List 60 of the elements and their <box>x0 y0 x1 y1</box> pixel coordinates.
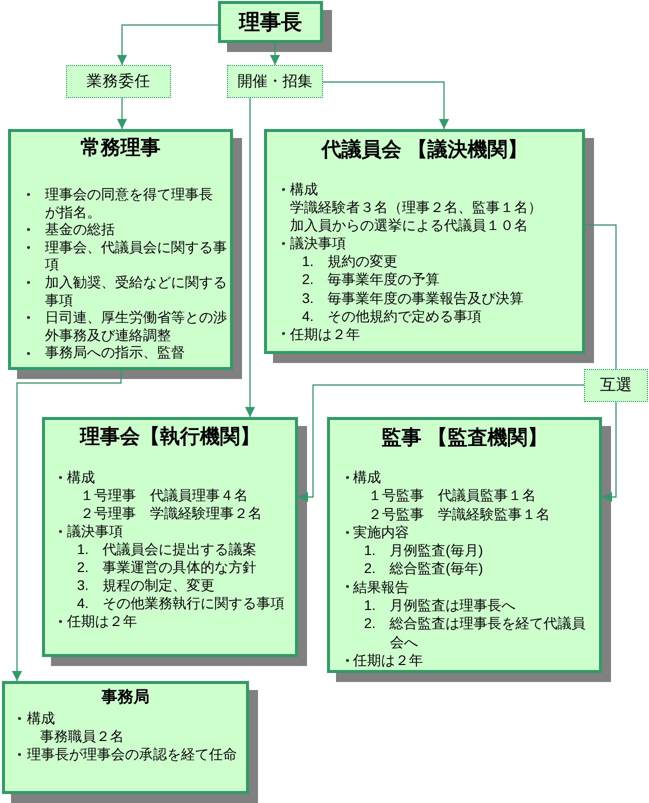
list-detail: 学識経験者３名（理事２名、監事１名） <box>290 198 542 216</box>
list-item: 日司連、厚生労働省等との渉外事務及び連絡調整 <box>45 309 228 344</box>
list-item: 構成 <box>353 468 381 486</box>
numbered-item: 2. 事業運営の具体的な方針 <box>77 558 257 576</box>
box-title: 監事 【監査機関】 <box>382 426 548 450</box>
list-item: 構成 <box>67 468 95 486</box>
role-box: 理事長 <box>218 1 323 43</box>
list-item: 議決事項 <box>67 522 123 540</box>
list-detail: １号理事 代議員理事４名 <box>80 486 248 504</box>
list-item: 結果報告 <box>353 578 409 596</box>
arrow <box>245 98 255 417</box>
label-box: 開催・招集 <box>227 65 323 98</box>
connector-line <box>585 224 617 369</box>
list-item: 任期は２年 <box>290 324 360 343</box>
info-box <box>42 417 298 657</box>
arrow <box>602 402 617 502</box>
list-item: 実施内容 <box>353 522 409 542</box>
arrow <box>117 24 218 65</box>
info-box <box>8 129 233 370</box>
numbered-item: 2. 総合監査(毎年) <box>364 559 483 578</box>
label-box: 互選 <box>584 369 648 402</box>
list-item: 理事長が理事会の承認を経て任命 <box>27 745 237 763</box>
numbered-item: 4. その他規約で定める事項 <box>302 306 482 325</box>
numbered-item: 2. 総合監査は理事長を経て代議員会へ <box>364 614 587 651</box>
list-item: 理事会の同意を得て理事長が指名。 <box>45 186 214 222</box>
list-detail: 事務職員２名 <box>40 727 124 745</box>
box-title: 代議員会 【議決機関】 <box>322 138 528 162</box>
list-item: 理事会、代議員会に関する事項 <box>45 238 228 274</box>
list-detail: ２号理事 学識経験理事２名 <box>80 504 262 522</box>
list-item: 任期は２年 <box>353 650 423 670</box>
numbered-item: 1. 規約の変更 <box>302 252 398 270</box>
list-item: 議決事項 <box>290 234 346 252</box>
list-item: 事務局への指示、監督 <box>45 344 185 362</box>
box-title: 理事会【執行機関】 <box>80 425 260 449</box>
numbered-item: 3. 規程の制定、変更 <box>77 576 215 594</box>
list-item: 構成 <box>290 180 318 198</box>
list-item: 基金の総括 <box>45 221 115 239</box>
info-box <box>2 681 249 794</box>
list-detail: １号監事 代議員監事１名 <box>368 486 536 505</box>
label-box: 業務委任 <box>66 65 171 98</box>
arrow <box>323 81 449 129</box>
box-title: 常務理事 <box>80 136 160 160</box>
numbered-item: 4. その他業務執行に関する事項 <box>77 594 285 612</box>
numbered-item: 1. 月例監査は理事長へ <box>364 596 516 614</box>
list-detail: ２号監事 学識経験監事１名 <box>368 504 550 523</box>
list-detail: 加入員からの選挙による代議員１０名 <box>290 216 528 234</box>
list-item: 任期は２年 <box>67 612 137 630</box>
info-box <box>327 417 602 673</box>
numbered-item: 1. 代議員会に提出する議案 <box>77 540 257 558</box>
arrow <box>270 43 280 65</box>
info-box <box>264 129 585 354</box>
arrow <box>298 384 584 502</box>
box-title: 事務局 <box>102 688 150 708</box>
list-item: 構成 <box>27 709 55 727</box>
numbered-item: 1. 月例監査(毎月) <box>364 541 483 560</box>
arrow <box>117 98 127 129</box>
arrow <box>12 370 122 681</box>
numbered-item: 2. 毎事業年度の予算 <box>302 270 440 289</box>
numbered-item: 3. 毎事業年度の事業報告及び決算 <box>302 288 524 307</box>
list-item: 加入勧奨、受給などに関する事項 <box>45 274 228 310</box>
